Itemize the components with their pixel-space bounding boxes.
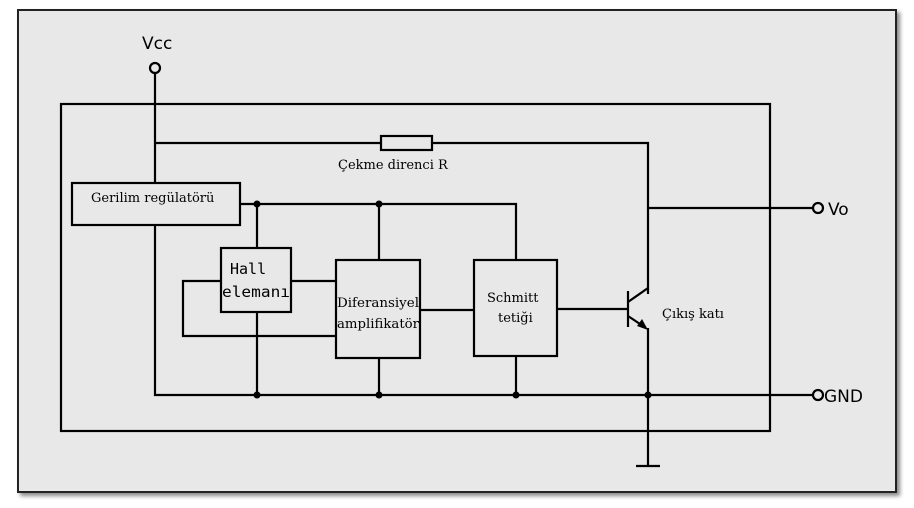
diagram-frame: [17, 9, 897, 493]
output-transistor: [626, 287, 649, 330]
junction-dot: [512, 391, 520, 399]
hall-label-line2: elemanı: [222, 283, 290, 301]
regulated-rail: [240, 202, 518, 260]
vo-terminal: [811, 201, 825, 215]
output-stage-label: Çıkış katı: [662, 307, 724, 322]
gnd-label: GND: [824, 387, 863, 407]
schmitt-trigger-box: [472, 258, 559, 358]
junction-dot: [253, 391, 261, 399]
schmitt-label-line1: Schmitt: [487, 291, 539, 306]
vcc-terminal: [148, 61, 162, 75]
hall-loop-wire: [181, 279, 336, 338]
resistor-label: Çekme direnci R: [338, 158, 449, 173]
pullup-resistor: [379, 134, 434, 152]
amp-label-line2: amplifikatör: [337, 317, 420, 332]
gnd-terminal: [811, 388, 825, 402]
vcc-label: Vcc: [142, 34, 172, 54]
regulator-label: Gerilim regülatörü: [91, 191, 214, 206]
ground-rail: [153, 225, 813, 397]
amp-label-line1: Diferansiyel: [337, 296, 419, 311]
vo-label: Vo: [828, 200, 849, 220]
junction-dot: [375, 391, 383, 399]
hall-label-line1: Hall: [230, 260, 266, 278]
ic-boundary: [59, 102, 772, 433]
hall-element-box: [219, 246, 293, 314]
junction-dot: [644, 391, 652, 399]
junction-dot: [253, 200, 261, 208]
junction-dot: [375, 200, 383, 208]
schmitt-label-line2: tetiği: [498, 311, 533, 326]
pullup-wire-out: [432, 141, 650, 294]
